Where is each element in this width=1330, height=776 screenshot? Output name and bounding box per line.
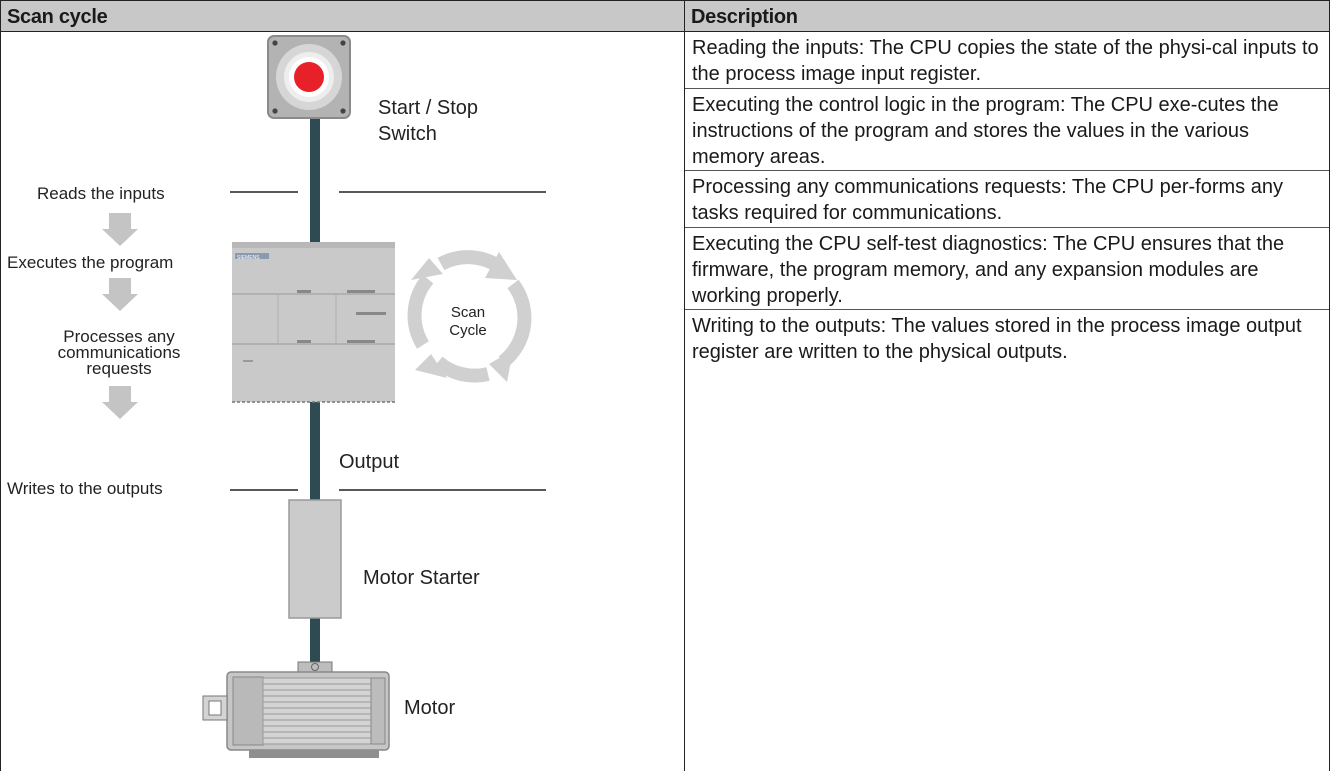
step-reads-inputs: Reads the inputs (37, 184, 165, 203)
step-processes-3: requests (86, 359, 151, 378)
down-arrow-icon (102, 213, 138, 246)
description-row-self-test: Executing the CPU self-test diagnostics:… (685, 228, 1329, 310)
scan-cycle-arrowheads (411, 252, 517, 382)
description-text: Executing the control logic in the progr… (692, 94, 1279, 168)
table-column-divider (684, 32, 685, 771)
description-text: Executing the CPU self-test diagnostics:… (692, 233, 1285, 307)
description-text: Processing any communications requests: … (692, 176, 1283, 224)
description-row-write-outputs: Writing to the outputs: The values store… (685, 310, 1329, 380)
cycle-label: Cycle (449, 322, 487, 339)
down-arrow-icon (102, 278, 138, 311)
output-label: Output (339, 451, 399, 473)
header-scan-cycle: Scan cycle (0, 0, 684, 32)
description-row-execute-logic: Executing the control logic in the progr… (685, 89, 1329, 171)
scan-cycle-diagram: Start / Stop Switch Reads the inputs Exe… (1, 32, 684, 771)
cable-top (310, 102, 320, 248)
description-text: Reading the inputs: The CPU copies the s… (692, 37, 1319, 85)
switch-label-2: Switch (378, 123, 437, 145)
motor-label: Motor (404, 697, 455, 719)
header-description: Description (684, 0, 1330, 32)
plc-cpu-icon (232, 242, 395, 403)
table-left-border (0, 32, 1, 771)
motor-starter-label: Motor Starter (363, 567, 480, 589)
switch-label-1: Start / Stop (378, 97, 478, 119)
step-writes-outputs: Writes to the outputs (7, 479, 163, 498)
start-stop-switch-icon (267, 35, 351, 119)
down-arrow-icon (102, 386, 138, 419)
step-processes-2: communications (58, 343, 181, 362)
description-text: Writing to the outputs: The values store… (692, 315, 1302, 363)
step-processes-1: Processes any (63, 327, 175, 346)
step-executes-program: Executes the program (7, 253, 173, 272)
motor-icon (202, 661, 390, 758)
plc-brand-label: SIEMENS (237, 255, 260, 261)
cable-middle (310, 402, 320, 500)
header-description-label: Description (691, 6, 798, 28)
scan-label: Scan (451, 304, 485, 321)
motor-starter-icon (288, 499, 342, 619)
description-row-communications: Processing any communications requests: … (685, 171, 1329, 228)
header-scan-cycle-label: Scan cycle (7, 6, 108, 28)
description-row-read-inputs: Reading the inputs: The CPU copies the s… (685, 32, 1329, 89)
cable-bottom (310, 617, 320, 665)
